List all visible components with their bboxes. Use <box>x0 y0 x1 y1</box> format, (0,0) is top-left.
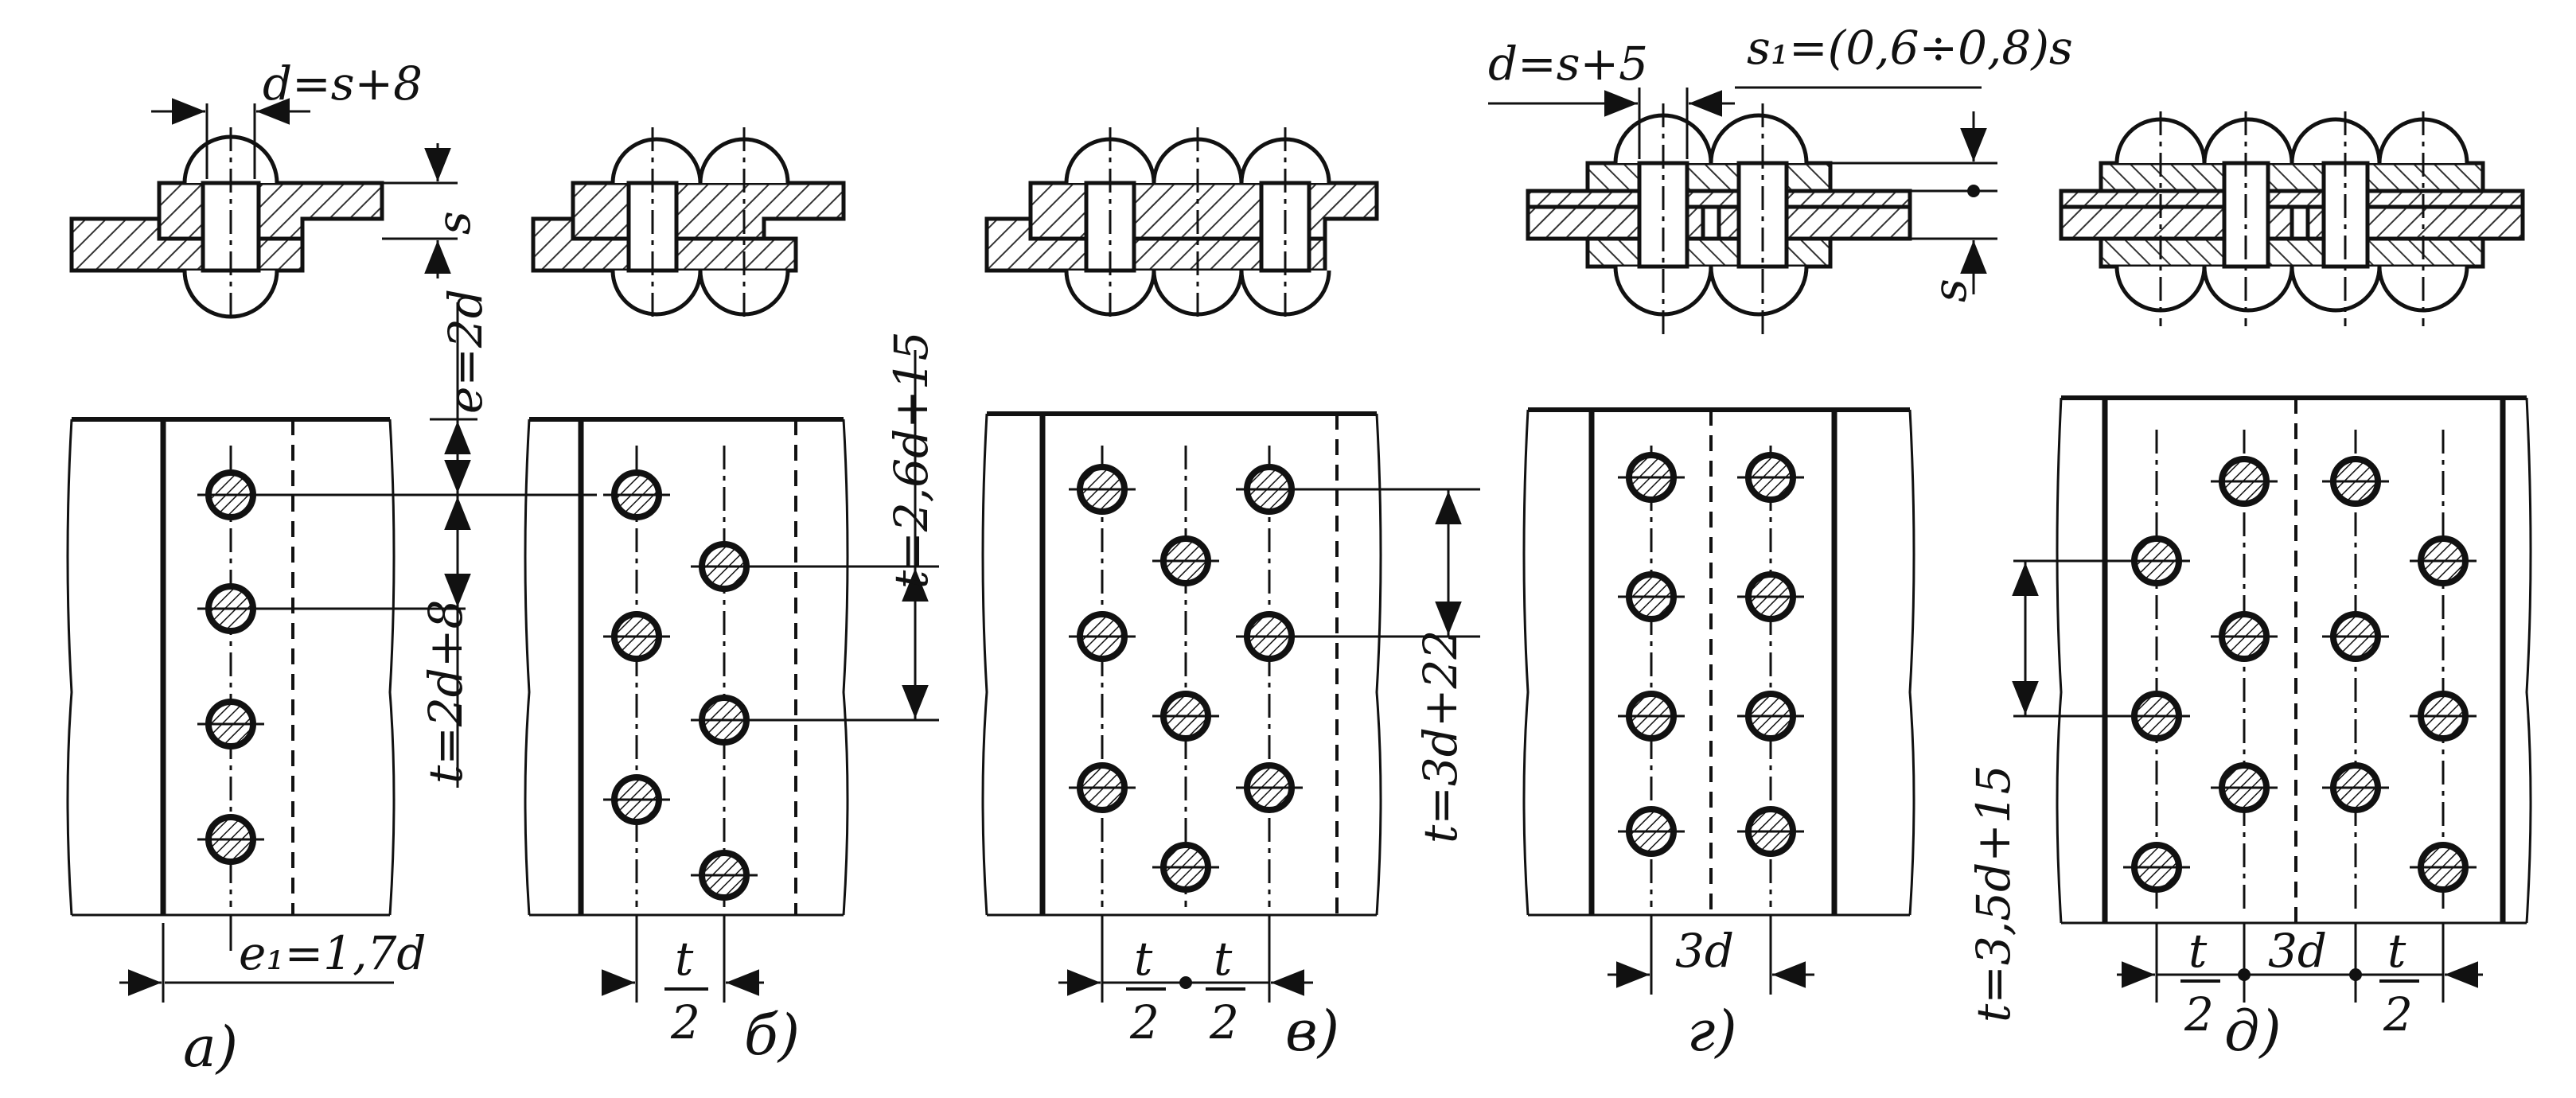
caption-d: д) <box>2224 999 2282 1064</box>
label-t-b: t=2,6d+15 <box>884 331 938 589</box>
plate-plan-g <box>1522 407 1915 995</box>
caption-g: г) <box>1687 999 1737 1064</box>
figure-v: t=3d+22 t 2 t 2 в) <box>981 127 1480 1064</box>
plate-plan-a <box>66 302 597 1003</box>
joint-section-v <box>984 127 1379 318</box>
frac-den-b: 2 <box>670 995 700 1049</box>
frac-num-b: t <box>675 932 694 986</box>
frac-num-d1: t <box>2188 924 2208 978</box>
figure-b: t=2,6d+15 t 2 б) <box>524 127 939 1068</box>
label-t-a: t=2d+8 <box>419 600 473 784</box>
label-s1-g: s₁=(0,6÷0,8)s <box>1747 21 2073 75</box>
plate-plan-v <box>981 411 1480 1003</box>
label-s-a: s <box>427 211 481 235</box>
label-3d-d: 3d <box>2268 924 2327 978</box>
figure-g: d=s+5 s₁=(0,6÷0,8)s s 3d г) <box>1488 21 2073 1064</box>
caption-a: а) <box>183 1014 238 1080</box>
label-s-g: s <box>1923 278 1977 302</box>
rivet-holes-d <box>2131 456 2469 893</box>
caption-b: б) <box>744 1003 800 1068</box>
label-d-g: d=s+5 <box>1488 37 1648 91</box>
label-e-a: e=2d <box>438 289 493 414</box>
plate-plan-b <box>524 350 939 1003</box>
joint-section-d <box>2059 111 2525 326</box>
frac-den-d2: 2 <box>2383 987 2413 1042</box>
frac-den-d1: 2 <box>2184 987 2214 1042</box>
caption-v: в) <box>1285 999 1339 1064</box>
joint-section-a <box>69 98 458 319</box>
frac-den-v1: 2 <box>1129 995 1159 1049</box>
rivet-holes-b <box>611 469 750 901</box>
label-t-d: t=3,5d+15 <box>1966 765 2021 1022</box>
label-t-v: t=3d+22 <box>1413 630 1467 843</box>
frac-num-v2: t <box>1214 932 1233 986</box>
figure-a: d=s+8 s e=2d t=2d+8 e₁=1,7d а) <box>66 56 597 1080</box>
label-e1-a: e₁=1,7d <box>239 926 427 980</box>
label-3d-g: 3d <box>1675 924 1734 978</box>
frac-num-v1: t <box>1134 932 1153 986</box>
figure-d: t=3,5d+15 t 2 3d t 2 д) <box>1966 111 2532 1064</box>
label-d-a: d=s+8 <box>263 56 423 111</box>
joint-section-b <box>531 127 846 318</box>
joint-section-g <box>1488 86 1997 334</box>
frac-den-v2: 2 <box>1209 995 1239 1049</box>
frac-num-d2: t <box>2387 924 2406 978</box>
plate-plan-d <box>2012 395 2532 1003</box>
